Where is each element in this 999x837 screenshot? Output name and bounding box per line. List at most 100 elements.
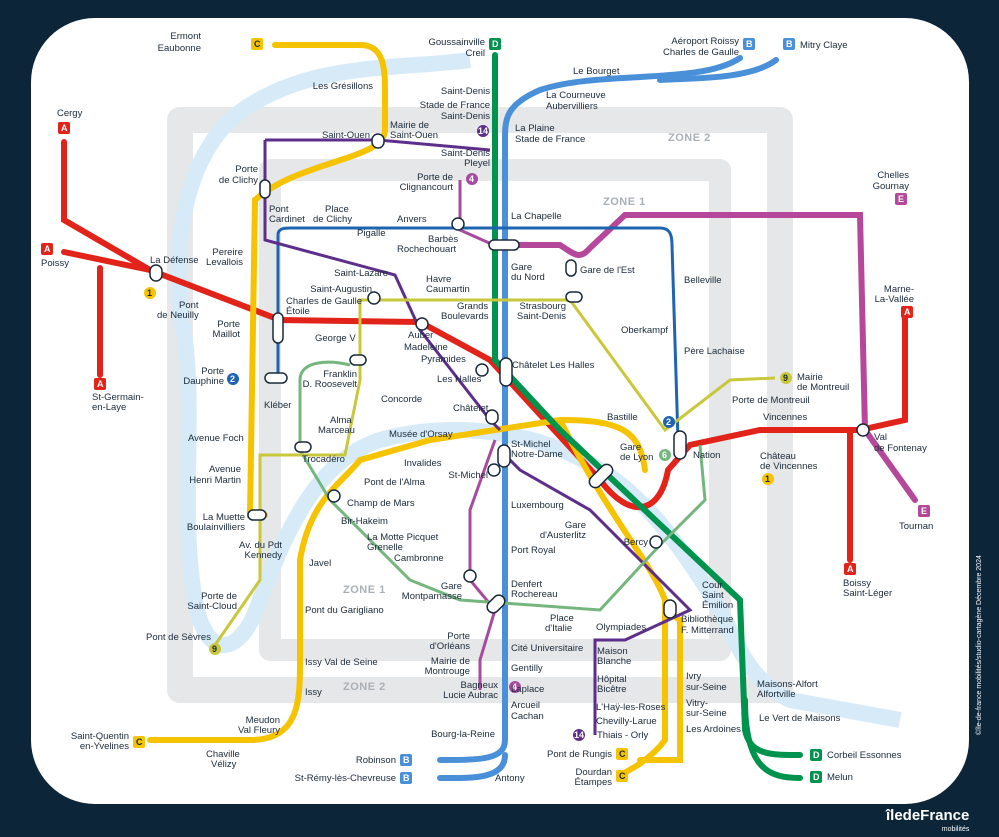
station-eaubonne: Eaubonne (158, 43, 201, 54)
station-chateau-vincennes: Château (760, 451, 796, 462)
station-la-plaine-sdf: Stade de France (515, 134, 585, 145)
station-issy: Issy (305, 687, 322, 698)
station-gare-austerlitz: Gare (565, 520, 586, 531)
station-porte-clichy: Porte (235, 164, 258, 175)
rer-d-badge-melun (810, 771, 822, 783)
station-saint-cloud: Saint-Cloud (187, 601, 237, 612)
station-mairie-saint-ouen-2: Saint-Ouen (390, 130, 438, 141)
station-lhay: L'Haÿ-les-Roses (596, 702, 666, 713)
station-dauphine: Dauphine (183, 376, 224, 387)
station-velizy: Vélizy (211, 759, 237, 770)
station-madeleine: Madeleine (404, 342, 448, 353)
station-les-gresillons: Les Grésillons (313, 81, 373, 92)
station-barbes: Barbès (428, 234, 458, 245)
station-etampes: Étampes (575, 777, 613, 788)
logo-main: îledeFrance (886, 807, 970, 824)
station-corbeil: Corbeil Essonnes (827, 750, 902, 761)
station-austerlitz: d'Austerlitz (540, 530, 586, 541)
station-pereire: Pereire (212, 247, 243, 258)
station-gare-montparnasse: Gare (441, 581, 462, 592)
zone1-label-bottom: ZONE 1 (343, 584, 386, 596)
station-musee-orsay: Musée d'Orsay (389, 429, 453, 440)
rer-c-badge-text-3: C (619, 749, 626, 759)
metro-14-badge-text: 14 (478, 126, 488, 136)
station-les-ardoines: Les Ardoines (686, 724, 741, 735)
station-robinson: Robinson (356, 755, 396, 766)
station-gare-lyon: Gare (620, 442, 641, 453)
station-pleyel: Pleyel (464, 158, 490, 169)
metro-4-badge-text: 4 (469, 174, 474, 184)
station-havre: Havre (426, 274, 451, 285)
station-le-bourget: Le Bourget (573, 66, 620, 77)
rer-b-line (437, 55, 779, 782)
station-mairie-saint-ouen: Mairie de (390, 120, 429, 131)
copyright: ©île-de-france mobilités/studio-cartagèn… (976, 555, 983, 735)
station-cite-universitaire: Cité Universitaire (511, 643, 583, 654)
station-goussainville: Goussainville (429, 37, 486, 48)
station-de-vincennes: de Vincennes (760, 461, 818, 472)
station-maillot: Maillot (213, 329, 241, 340)
station-avenue-hm: Avenue (209, 464, 241, 475)
station-val-fontenay: Val (874, 432, 887, 443)
rer-c-badge (251, 38, 263, 50)
station-gare: Gare (511, 262, 532, 273)
station-le-vert: Le Vert de Maisons (759, 713, 841, 724)
station-porte-clignancourt: Porte de (417, 172, 453, 183)
rer-b-badge-stremy (400, 772, 412, 784)
station-de-lyon: de Lyon (620, 452, 653, 463)
zone2-label-top: ZONE 2 (668, 132, 711, 144)
station-marceau: Marceau (318, 425, 355, 436)
station-montparnasse: Montparnasse (402, 591, 462, 602)
rer-e-badge-chelles (895, 193, 907, 205)
station-vitry-sur-seine: sur-Seine (686, 708, 727, 719)
rer-e-badge-text-2: E (921, 506, 927, 516)
station-pont-garigliano: Pont du Garigliano (305, 605, 384, 616)
station-maisons-alfort: Maisons-Alfort (757, 679, 818, 690)
station-grenelle: Grenelle (367, 542, 403, 553)
station-pere-lachaise: Père Lachaise (684, 346, 745, 357)
station-de-clichy: de Clichy (313, 214, 352, 225)
station-porte-montreuil: Porte de Montreuil (732, 395, 810, 406)
metro-2-badge-nation (663, 416, 675, 428)
station-mitterrand: F. Mitterrand (681, 625, 734, 636)
metro-14-badge-thiais (573, 729, 585, 741)
station-melun: Melun (827, 772, 853, 783)
transit-map: ZONE 2 ZONE 1 ZONE 1 ZONE 2 C D B B A A … (41, 31, 933, 788)
rer-a-badge-text-5: A (847, 564, 854, 574)
station-bibliotheque: Bibliothèque (681, 614, 733, 625)
station-st-remy: St-Rémy-lès-Chevreuse (295, 773, 396, 784)
station-gournay: Gournay (873, 181, 910, 192)
rer-a-badge-marne (901, 306, 913, 318)
station-creil: Creil (465, 48, 485, 59)
station-boulainvilliers: Boulainvilliers (187, 522, 245, 533)
station-vitry: Vitry- (686, 698, 708, 709)
station-oberkampf: Oberkampf (621, 325, 668, 336)
station-roissy-cdg: Charles de Gaulle (663, 47, 739, 58)
metro-6-badge-text: 6 (662, 450, 667, 460)
station-kleber: Kléber (264, 400, 291, 411)
station-pont-rungis: Pont de Rungis (547, 749, 612, 760)
station-chatelet: Châtelet (453, 403, 489, 414)
station-kennedy: Kennedy (244, 550, 282, 561)
station-lucie-aubrac: Lucie Aubrac (443, 690, 498, 701)
station-maison-blanche: Maison (597, 646, 628, 657)
station-notre-dame: Notre-Dame (511, 449, 563, 460)
station-thiais: Thiais - Orly (597, 730, 648, 741)
station-st-quentin: Saint-Quentin (71, 731, 129, 742)
station-arcueil: Arcueil (511, 700, 540, 711)
rer-c-badge-stquentin (133, 736, 145, 748)
rer-b-badge-text-4: B (403, 773, 410, 783)
station-porte-dauphine: Porte (201, 366, 224, 377)
station-concorde: Concorde (381, 394, 422, 405)
rer-b-badge-text: B (746, 39, 753, 49)
zone2-label-bottom: ZONE 2 (343, 681, 386, 693)
station-sd-pleyel: Saint-Denis (441, 148, 490, 159)
station-la-muette: La Muette (203, 512, 245, 523)
metro-2-badge-text-2: 2 (666, 417, 671, 427)
station-port-royal: Port Royal (511, 545, 555, 556)
metro-14-badge-text-2: 14 (574, 730, 584, 740)
station-dourdan: Dourdan (576, 767, 612, 778)
station-rochechouart: Rochechouart (397, 244, 457, 255)
tram-1-badge-defense (144, 287, 156, 299)
rer-b-badge-mitry (783, 38, 795, 50)
